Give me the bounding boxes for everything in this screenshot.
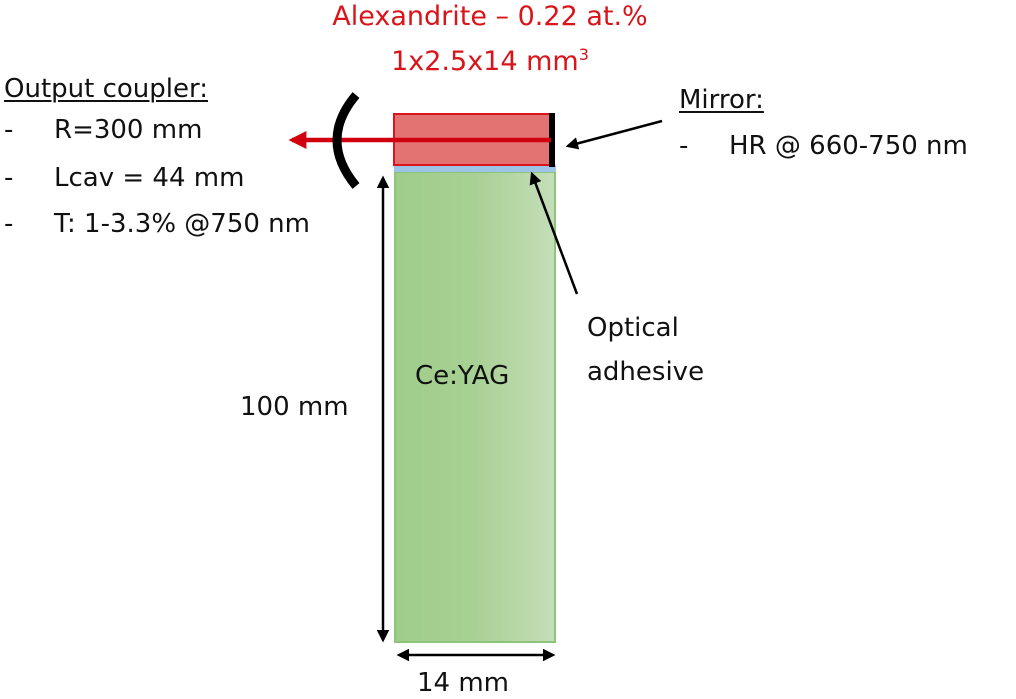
alexandrite-dimensions: 1x2.5x14 mm3	[300, 40, 680, 77]
hr-mirror	[549, 113, 555, 167]
bullet: -	[4, 115, 14, 145]
adhesive-pointer-arrow	[529, 171, 579, 295]
ceyag-crystal	[394, 171, 556, 643]
alexandrite-dimensions-base: 1x2.5x14 mm	[391, 46, 579, 77]
bullet: -	[4, 163, 14, 193]
mirror-item: - HR @ 660-750 nm	[679, 131, 968, 161]
optical-adhesive-label-line1: Optical	[587, 313, 679, 343]
height-dimension-label: 100 mm	[240, 392, 349, 422]
output-coupler-item: - R=300 mm	[4, 115, 202, 145]
bullet: -	[679, 131, 689, 161]
optical-adhesive-layer	[394, 165, 556, 172]
output-coupler-item: - Lcav = 44 mm	[4, 163, 244, 193]
bullet: -	[4, 209, 14, 239]
ceyag-label: Ce:YAG	[415, 361, 510, 391]
mirror-heading: Mirror:	[679, 85, 764, 115]
item-text: T: 1-3.3% @750 nm	[54, 209, 310, 239]
optical-adhesive-label-line2: adhesive	[587, 357, 705, 387]
alexandrite-title: Alexandrite – 0.22 at.%	[332, 1, 648, 32]
mirror-pointer-arrow	[565, 119, 663, 150]
output-coupler-mirror	[332, 92, 360, 189]
output-coupler-heading: Output coupler:	[4, 74, 208, 104]
item-text: Lcav = 44 mm	[54, 163, 245, 193]
width-dimension-label: 14 mm	[417, 668, 510, 698]
output-coupler-item: - T: 1-3.3% @750 nm	[4, 209, 310, 239]
alexandrite-dimensions-exponent: 3	[578, 45, 589, 64]
item-text: R=300 mm	[54, 115, 203, 145]
item-text: HR @ 660-750 nm	[729, 131, 968, 161]
